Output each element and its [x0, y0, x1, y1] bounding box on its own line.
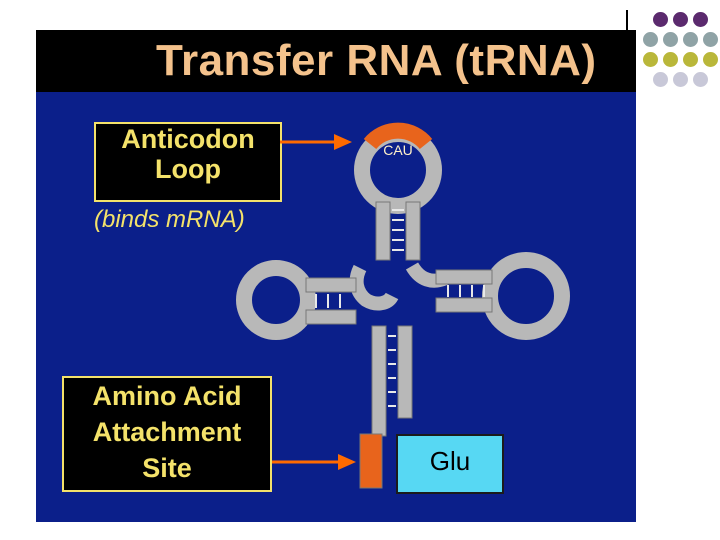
corner-dot — [663, 52, 678, 67]
corner-dot — [693, 12, 708, 27]
central-junction — [349, 264, 399, 311]
vertical-divider-line — [626, 10, 628, 30]
acceptor-stem — [359, 325, 413, 489]
t-arm-loop — [435, 252, 570, 340]
corner-dot — [653, 12, 668, 27]
corner-dot — [683, 32, 698, 47]
amino-acid-glu-box: Glu — [396, 434, 504, 494]
amino-label-line2: Attachment — [92, 417, 242, 447]
amino-label-line1: Amino Acid — [92, 381, 242, 411]
title-bar: Transfer RNA (tRNA) — [36, 30, 636, 92]
corner-dot — [703, 52, 718, 67]
corner-dot — [663, 32, 678, 47]
trna-diagram: CAU — [236, 122, 570, 489]
anticodon-arrow — [280, 134, 352, 150]
binds-mrna-caption: (binds mRNA) — [94, 206, 245, 233]
d-arm-loop — [236, 260, 357, 340]
anticodon-bases: CAU — [383, 142, 413, 158]
corner-dot — [673, 72, 688, 87]
corner-dot — [643, 32, 658, 47]
amino-acid-label: Glu — [429, 446, 471, 476]
anticodon-label-line2: Loop — [155, 154, 221, 184]
corner-dot — [693, 72, 708, 87]
corner-dot — [653, 72, 668, 87]
corner-dot — [643, 52, 658, 67]
attachment-site-bases — [359, 433, 383, 489]
anticodon-loop-label: Anticodon Loop — [94, 122, 282, 202]
anticodon-stem — [375, 201, 421, 261]
anticodon-loop: CAU — [354, 122, 442, 214]
slide-frame: Transfer RNA (tRNA) Anticodon Loop (bind… — [36, 30, 636, 522]
amino-label-line3: Site — [142, 453, 192, 483]
attachment-arrow — [272, 454, 356, 470]
corner-dot — [683, 52, 698, 67]
anticodon-label-line1: Anticodon — [121, 124, 255, 154]
slide-title: Transfer RNA (tRNA) — [156, 36, 597, 85]
amino-acid-site-label: Amino Acid Attachment Site — [62, 376, 272, 492]
corner-dot — [703, 32, 718, 47]
corner-dot — [673, 12, 688, 27]
corner-dot-decoration — [639, 10, 719, 120]
